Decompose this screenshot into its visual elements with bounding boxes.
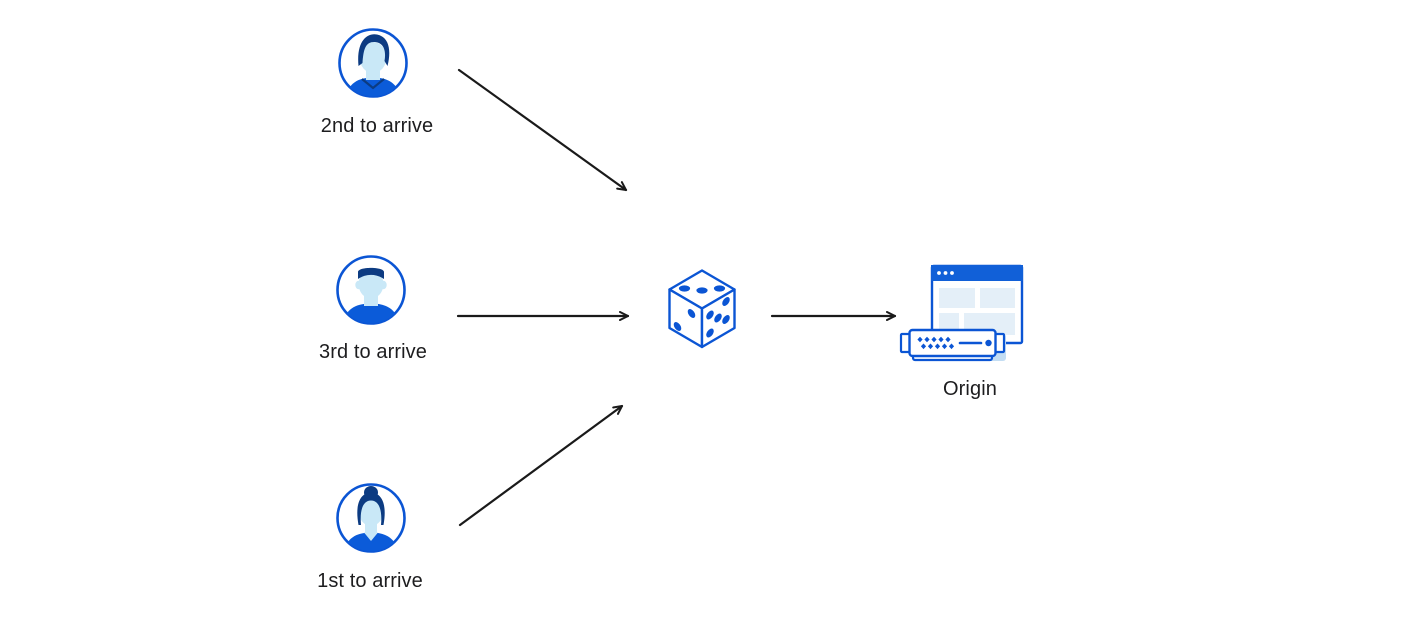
arrow-client2nd-to-dice — [457, 68, 628, 192]
server-vent-pattern — [917, 336, 955, 350]
origin-server-browser-icon — [899, 264, 1024, 362]
client-label-1st: 1st to arrive — [317, 570, 423, 592]
female-avatar-icon — [336, 483, 406, 553]
male-avatar-icon — [338, 28, 408, 98]
client-label-3rd: 3rd to arrive — [318, 341, 427, 363]
arrow-client1st-to-dice — [458, 404, 624, 527]
client-label-2nd: 2nd to arrive — [320, 115, 434, 137]
dice-icon — [668, 269, 736, 349]
male-avatar-icon — [336, 255, 406, 325]
origin-label: Origin — [943, 378, 997, 400]
